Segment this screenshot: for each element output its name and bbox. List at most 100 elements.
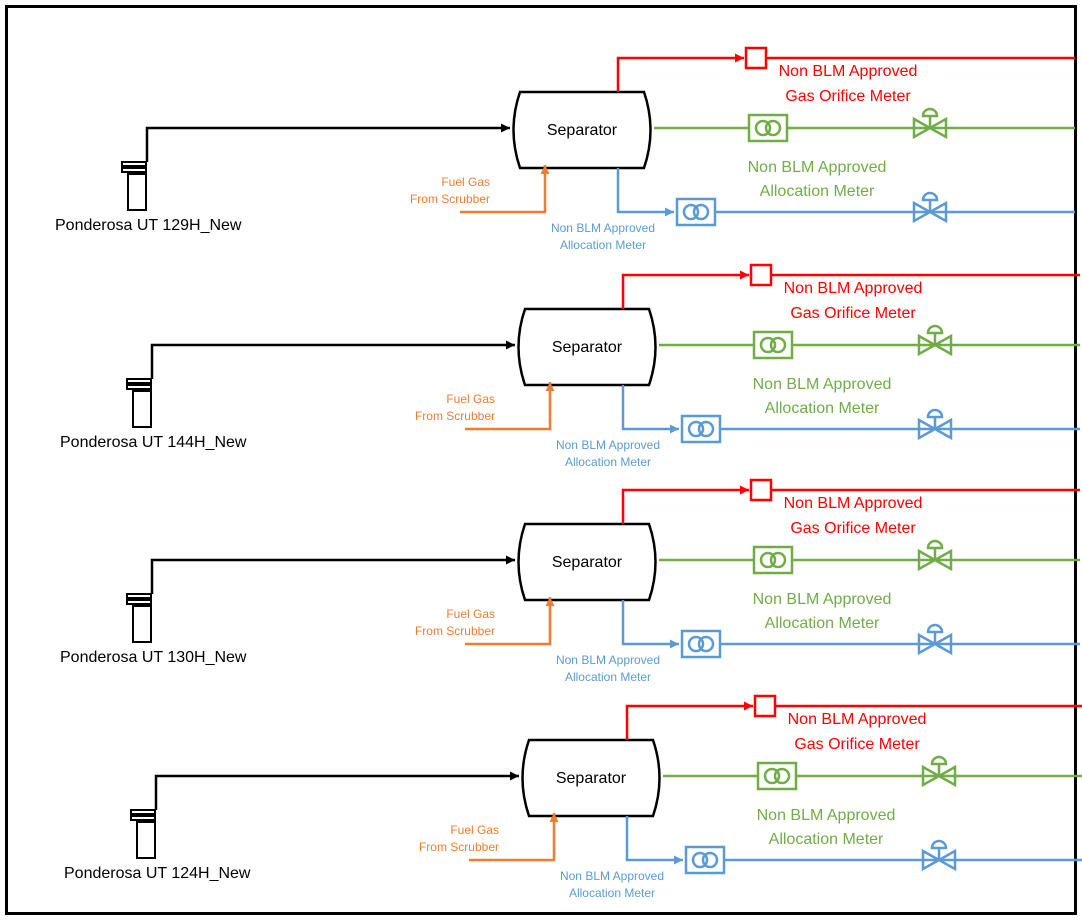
valve-actuator [926, 324, 944, 335]
separator-label: Separator [547, 122, 618, 139]
well-name-label: Ponderosa UT 124H_New [64, 865, 251, 882]
separator-vessel-icon [517, 522, 657, 602]
fuel-gas-line [465, 597, 555, 646]
lower-meter-label-line1: Non BLM Approved [560, 869, 664, 883]
valve-body [921, 848, 957, 872]
gas-meter-label-line2: Gas Orifice Meter [785, 88, 911, 105]
separator-label: Separator [552, 339, 623, 356]
valve-body [917, 548, 953, 572]
valve-actuator [930, 839, 948, 850]
separator-label: Separator [552, 554, 623, 571]
lower-meter-label-line2: Allocation Meter [560, 238, 646, 252]
fuel-gas-label-line1: Fuel Gas [446, 392, 495, 406]
allocation-meter-icon [752, 545, 794, 575]
control-valve-icon [921, 755, 957, 788]
allocation-meter-label-line1: Non BLM Approved [757, 807, 896, 824]
meter-body [680, 629, 722, 659]
wellhead-casing [127, 173, 147, 211]
allocation-meter-icon [675, 197, 717, 227]
well-name-label: Ponderosa UT 129H_New [55, 217, 242, 234]
valve-actuator [926, 408, 944, 419]
allocation-meter-label-line1: Non BLM Approved [753, 376, 892, 393]
orifice-meter-icon [753, 694, 777, 718]
gas-meter-label-line1: Non BLM Approved [779, 63, 918, 80]
fuel-gas-label-line2: From Scrubber [415, 624, 495, 638]
valve-body [917, 333, 953, 357]
gas-meter-label-line1: Non BLM Approved [784, 495, 923, 512]
valve-body [912, 200, 948, 224]
wellhead-casing [132, 605, 152, 643]
allocation-meter-label-line1: Non BLM Approved [748, 159, 887, 176]
fuel-gas-label-line2: From Scrubber [410, 192, 490, 206]
meter-rotor-left [687, 635, 705, 653]
meter-rotor-left [754, 119, 772, 137]
wellhead-icon [126, 593, 152, 643]
valve-actuator [930, 755, 948, 766]
gas-meter-label-line1: Non BLM Approved [788, 711, 927, 728]
control-valve-icon [917, 623, 953, 656]
lower-meter-label-line2: Allocation Meter [565, 670, 651, 684]
fuel-gas-label-line2: From Scrubber [419, 840, 499, 854]
meter-body [752, 330, 794, 360]
meter-rotor-right [769, 336, 787, 354]
fuel-gas-line [469, 813, 559, 862]
well-flowline [150, 555, 515, 594]
fuel-gas-label-line1: Fuel Gas [441, 175, 490, 189]
lower-meter-label-line1: Non BLM Approved [556, 438, 660, 452]
wellhead-flange-top [130, 809, 156, 815]
allocation-meter-icon [680, 414, 722, 444]
water-line [616, 168, 674, 217]
water-line [625, 816, 683, 865]
well-flowline [154, 771, 519, 810]
meter-rotor-right [697, 635, 715, 653]
separator-shell [512, 90, 652, 170]
fuel-gas-label-line1: Fuel Gas [450, 823, 499, 837]
control-valve-icon [917, 408, 953, 441]
meter-body [747, 113, 789, 143]
well-flowline [150, 340, 515, 379]
control-valve-icon [917, 539, 953, 572]
wellhead-flange-top [121, 161, 147, 167]
control-valve-icon [912, 107, 948, 140]
meter-rotor-left [682, 203, 700, 221]
valve-body [912, 116, 948, 140]
wellhead-casing [136, 821, 156, 859]
well-flowline [145, 123, 510, 162]
allocation-meter-icon [747, 113, 789, 143]
control-valve-icon [912, 191, 948, 224]
meter-rotor-right [692, 203, 710, 221]
wellhead-flange-top [126, 378, 152, 384]
separator-shell [521, 738, 661, 818]
lower-meter-label-line1: Non BLM Approved [556, 653, 660, 667]
lower-meter-label-line2: Allocation Meter [569, 886, 655, 900]
water-line [621, 385, 679, 434]
gas-meter-label-line1: Non BLM Approved [784, 280, 923, 297]
valve-actuator [926, 539, 944, 550]
allocation-meter-icon [684, 845, 726, 875]
lower-meter-label-line2: Allocation Meter [565, 455, 651, 469]
allocation-meter-label-line2: Allocation Meter [765, 615, 880, 632]
meter-rotor-right [697, 420, 715, 438]
wellhead-flange-bottom [121, 167, 147, 173]
meter-body [752, 545, 794, 575]
meter-rotor-left [691, 851, 709, 869]
allocation-meter-label-line2: Allocation Meter [760, 183, 875, 200]
fuel-gas-label-line2: From Scrubber [415, 409, 495, 423]
gas-line [625, 701, 753, 740]
separator-vessel-icon [512, 90, 652, 170]
valve-body [917, 417, 953, 441]
wellhead-flange-bottom [126, 599, 152, 605]
wellhead-icon [126, 378, 152, 428]
diagram-frame [5, 5, 1077, 915]
well-name-label: Ponderosa UT 130H_New [60, 649, 247, 666]
meter-rotor-right [769, 551, 787, 569]
meter-body [756, 761, 798, 791]
valve-actuator [926, 623, 944, 634]
meter-rotor-right [764, 119, 782, 137]
separator-label: Separator [556, 770, 627, 787]
gas-line [621, 270, 749, 309]
meter-rotor-left [763, 767, 781, 785]
